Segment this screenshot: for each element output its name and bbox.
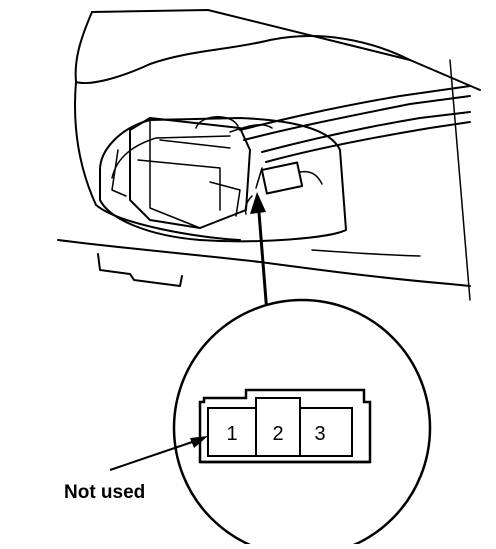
pin-1-label: 1: [226, 423, 237, 445]
enlarged-view: 1 2 3: [172, 298, 432, 549]
panel-body: [57, 9, 481, 301]
connector-face: [198, 388, 372, 464]
pin-2-label: 2: [272, 423, 283, 445]
callout-pointer: [109, 436, 208, 471]
not-used-label: Not used: [64, 482, 145, 503]
pin-3-label: 3: [314, 423, 325, 445]
leader-arrow-head: [250, 192, 266, 214]
switch-assembly: [111, 116, 251, 229]
wire-harness: [229, 85, 471, 163]
connector-body: [244, 161, 323, 215]
